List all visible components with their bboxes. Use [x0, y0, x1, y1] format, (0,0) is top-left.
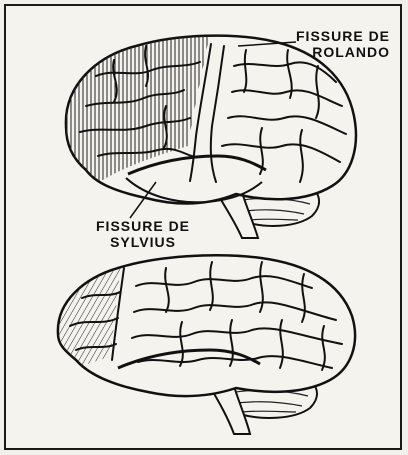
bottom-frontal-hatched-region	[36, 256, 121, 372]
rolando-label-line2: ROLANDO	[296, 44, 390, 60]
brain-illustration	[6, 6, 402, 450]
rolando-fissure-label: FISSURE DE ROLANDO	[296, 28, 390, 60]
sylvius-fissure-label: FISSURE DE SYLVIUS	[96, 218, 190, 250]
rolando-label-line1: FISSURE DE	[296, 28, 390, 44]
illustration-plate: FISSURE DE ROLANDO FISSURE DE SYLVIUS	[4, 4, 402, 450]
sylvius-label-line1: FISSURE DE	[96, 218, 190, 234]
bottom-brain	[36, 255, 355, 434]
sylvius-label-line2: SYLVIUS	[96, 234, 190, 250]
